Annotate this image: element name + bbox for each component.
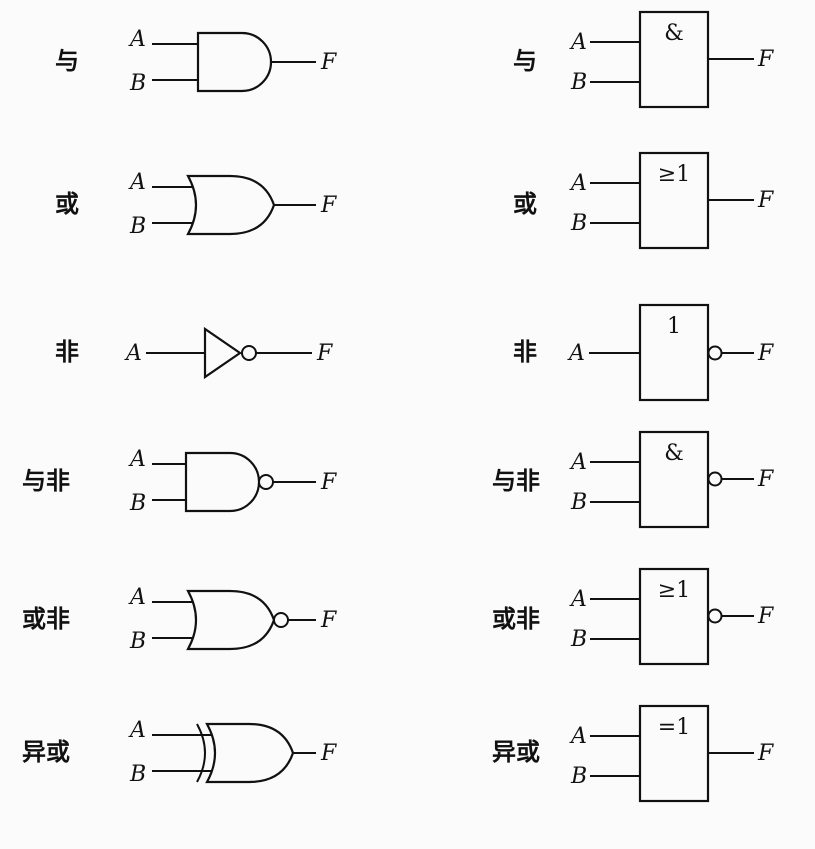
function-symbol: & — [664, 441, 684, 466]
output-label-f: F — [320, 193, 337, 218]
or-body — [186, 589, 276, 651]
gate-label: 与 — [513, 47, 537, 75]
or-body — [205, 722, 295, 784]
output-label-f: F — [757, 604, 774, 629]
input-label-b: B — [570, 211, 587, 236]
inversion-bubble — [707, 345, 723, 361]
input-label-a: A — [128, 447, 146, 472]
inversion-bubble — [707, 471, 723, 487]
gate-rect-3: 与非 & AB F — [492, 430, 774, 529]
inversion-bubble — [273, 612, 289, 628]
gate-rect-2: 非 1A F — [513, 303, 774, 402]
function-symbol: ≥1 — [658, 162, 690, 187]
gate-rect-4: 或非 ≥1 AB F — [492, 567, 774, 666]
output-label-f: F — [320, 741, 337, 766]
function-symbol: 1 — [667, 314, 681, 339]
gate-label: 或非 — [22, 605, 70, 633]
input-label-b: B — [129, 762, 146, 787]
input-label-b: B — [129, 491, 146, 516]
gate-nand-distinctive: 与非 AB F — [22, 447, 337, 516]
gate-label: 与非 — [492, 467, 540, 495]
gate-label: 或非 — [492, 605, 540, 633]
gate-rect-5: 异或 =1 AB F — [492, 704, 774, 803]
input-label-b: B — [570, 764, 587, 789]
output-label-f: F — [757, 188, 774, 213]
gate-or-distinctive: 或 AB F — [55, 170, 337, 239]
gate-box — [638, 10, 710, 109]
input-label-b: B — [570, 70, 587, 95]
input-label-a: A — [128, 585, 146, 610]
gate-rect-1: 或 ≥1 AB F — [513, 151, 774, 250]
input-label-b: B — [570, 627, 587, 652]
gate-label: 或 — [55, 190, 79, 218]
function-symbol: =1 — [658, 715, 690, 740]
gate-nor-distinctive: 或非 AB F — [22, 585, 337, 654]
input-label-a: A — [569, 171, 587, 196]
gate-and-distinctive: 与 AB F — [55, 27, 337, 96]
gate-box — [638, 151, 710, 250]
and-body — [196, 31, 273, 93]
or-body — [186, 174, 276, 236]
gate-rect-0: 与 & AB F — [513, 10, 774, 109]
input-label-b: B — [129, 629, 146, 654]
inversion-bubble — [707, 608, 723, 624]
function-symbol: ≥1 — [658, 578, 690, 603]
output-label-f: F — [320, 50, 337, 75]
input-label-a: A — [569, 450, 587, 475]
input-label-b: B — [570, 490, 587, 515]
input-label-a: A — [128, 27, 146, 52]
gate-xor-distinctive: 异或 AB F — [22, 718, 337, 787]
gate-label: 或 — [513, 190, 537, 218]
gate-label: 异或 — [22, 738, 70, 766]
input-label-a: A — [569, 30, 587, 55]
gate-label: 非 — [513, 338, 537, 366]
gate-label: 与非 — [22, 467, 70, 495]
output-label-f: F — [757, 47, 774, 72]
input-label-a: A — [124, 341, 142, 366]
output-label-f: F — [320, 608, 337, 633]
xor-extra-curve — [196, 723, 206, 783]
input-label-a: A — [128, 718, 146, 743]
output-label-f: F — [316, 341, 333, 366]
not-triangle — [203, 326, 242, 380]
input-label-a: A — [128, 170, 146, 195]
input-label-a: A — [569, 587, 587, 612]
output-label-f: F — [320, 470, 337, 495]
gate-label: 异或 — [492, 738, 540, 766]
gate-label: 非 — [55, 338, 79, 366]
gate-box — [638, 567, 710, 666]
output-label-f: F — [757, 341, 774, 366]
gate-label: 与 — [55, 47, 79, 75]
input-label-b: B — [129, 71, 146, 96]
and-body — [184, 451, 261, 513]
gate-box — [638, 430, 710, 529]
input-label-a: A — [569, 724, 587, 749]
inversion-bubble — [258, 474, 274, 490]
function-symbol: & — [664, 21, 684, 46]
input-label-b: B — [129, 214, 146, 239]
output-label-f: F — [757, 467, 774, 492]
output-label-f: F — [757, 741, 774, 766]
inversion-bubble — [241, 345, 257, 361]
input-label-a: A — [567, 341, 585, 366]
